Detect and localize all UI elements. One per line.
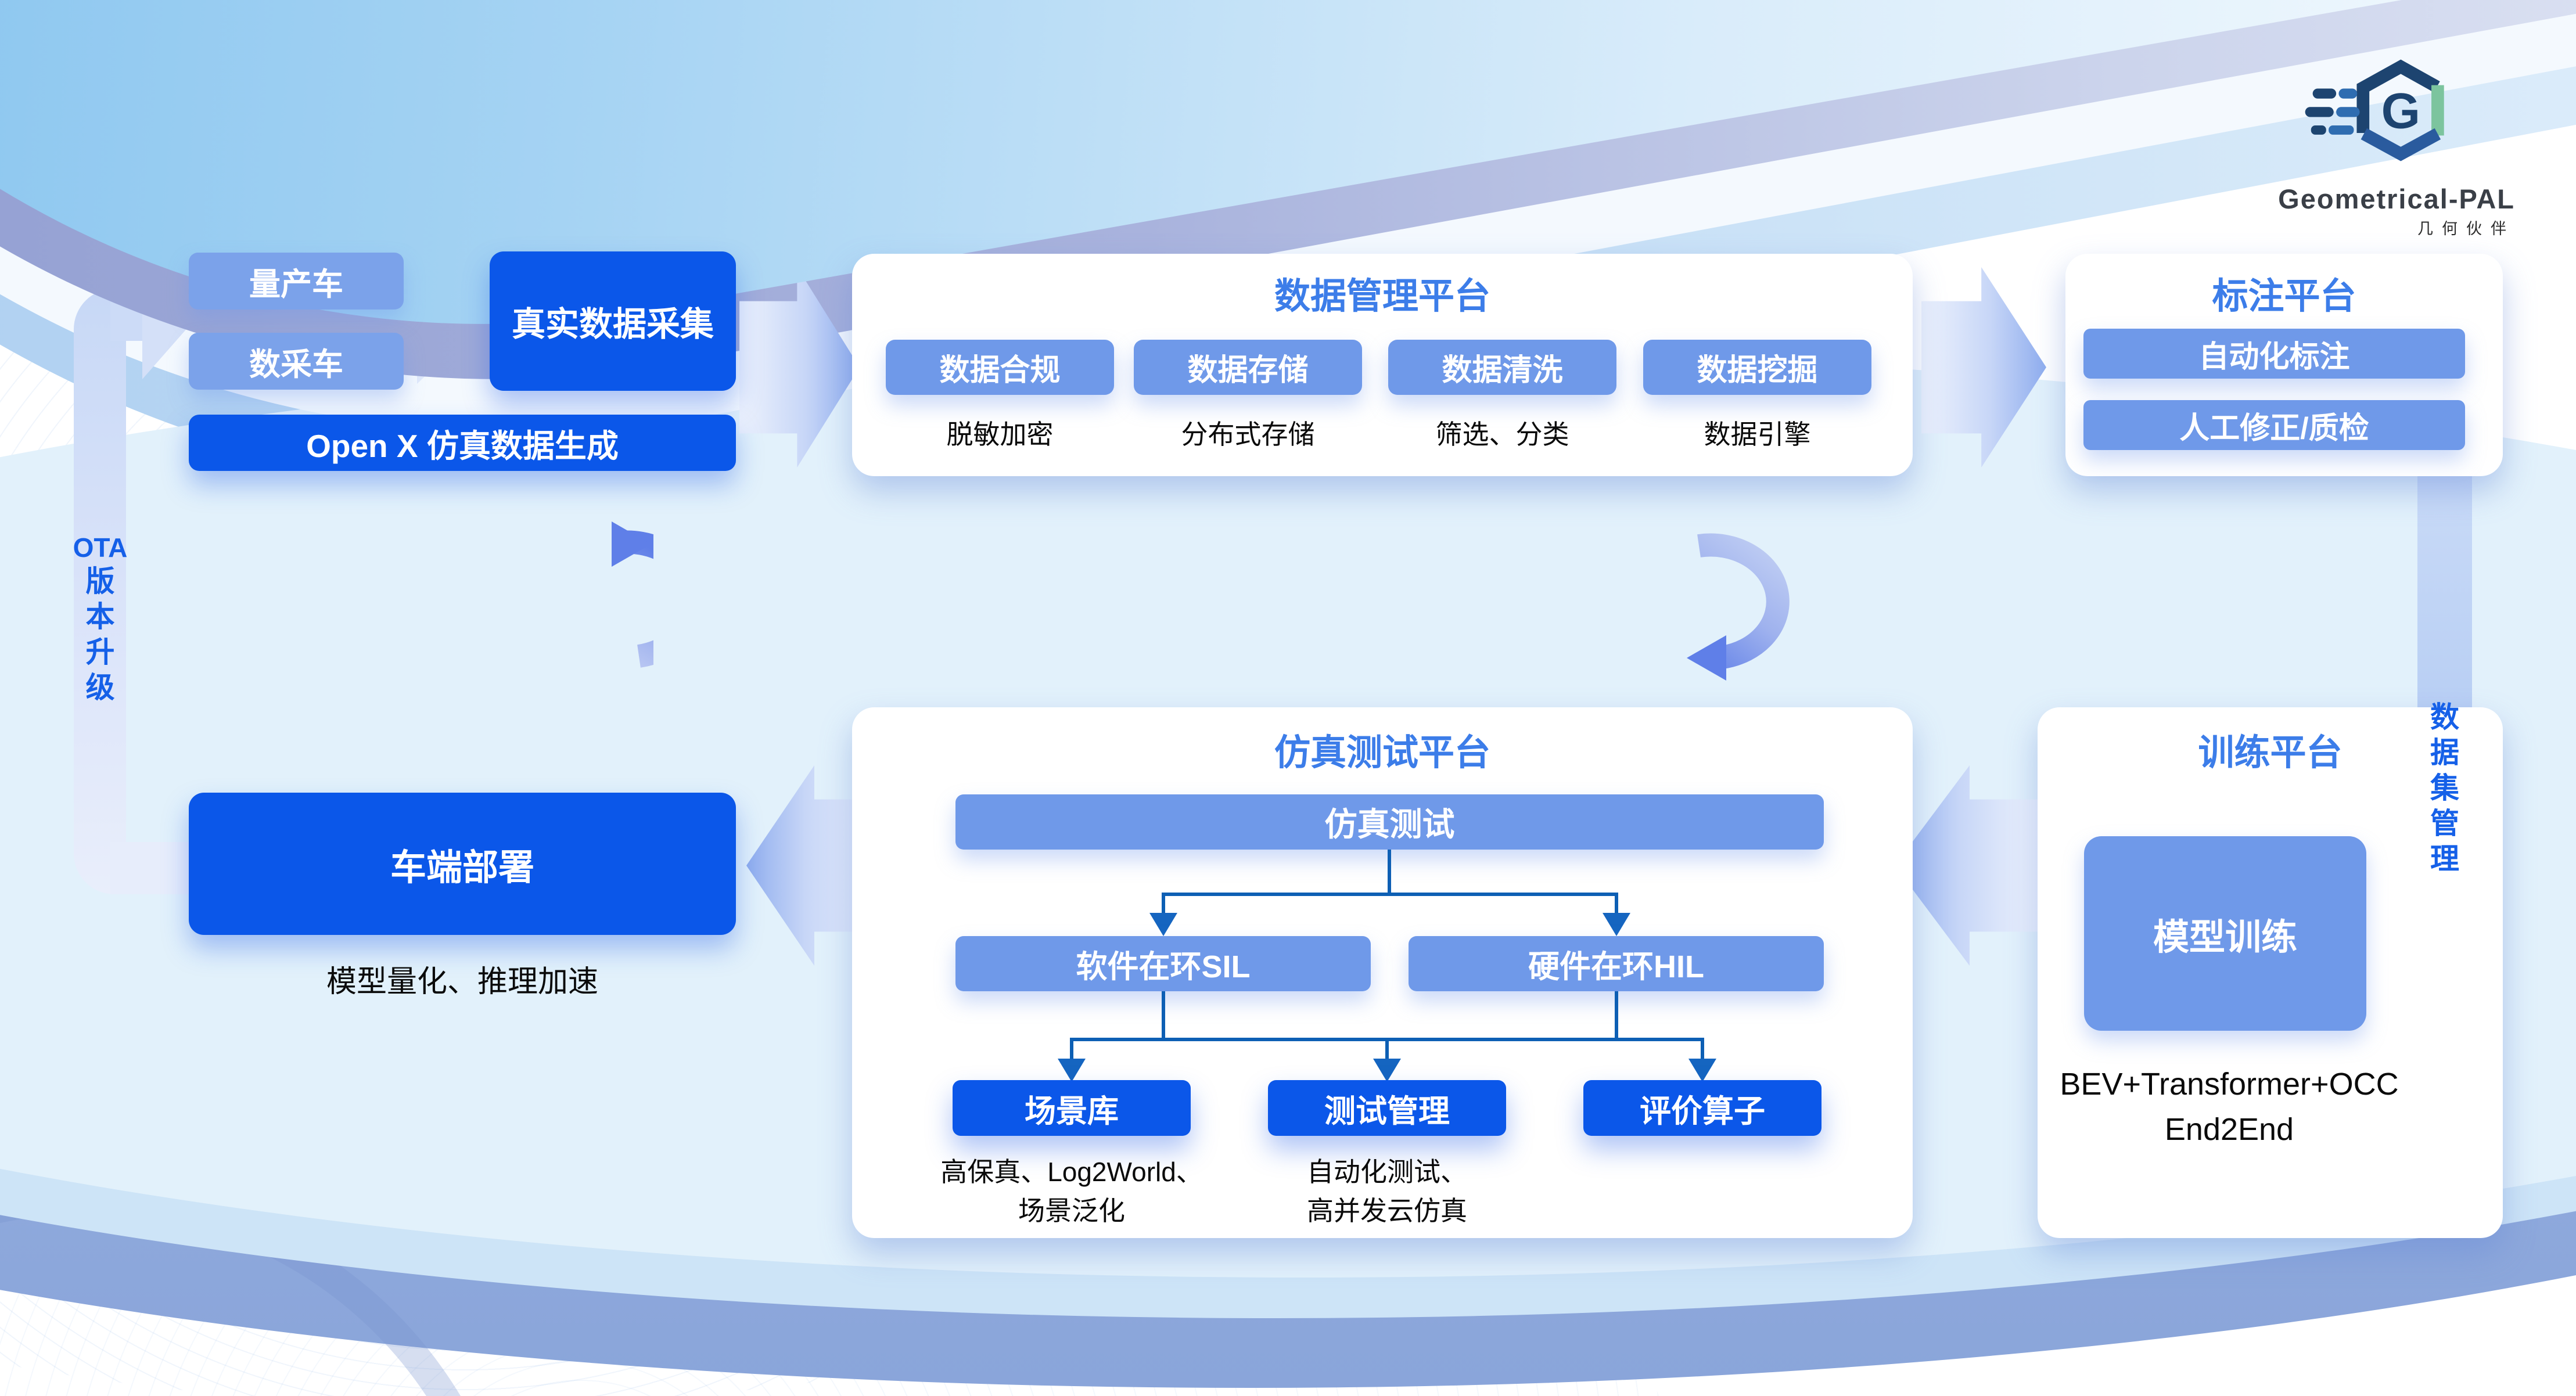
cycle-arrow-left-icon — [612, 521, 653, 668]
ota-loop-band-bottom — [110, 842, 192, 894]
test-management-caption-line2: 高并发云仿真 — [1307, 1195, 1467, 1226]
data-cleaning-caption: 筛选、分类 — [1435, 419, 1569, 449]
data-collection-car-box: 数采车 — [189, 333, 404, 390]
model-training-caption-line2: End2End — [2164, 1112, 2294, 1147]
manual-qc-label: 人工修正/质检 — [2179, 411, 2369, 445]
vehicle-deployment-caption: 模型量化、推理加速 — [326, 965, 598, 999]
arrow-to-eval-icon — [1688, 1059, 1716, 1082]
real-data-collection-label: 真实数据采集 — [511, 305, 714, 343]
hil-box: 硬件在环HIL — [1409, 936, 1824, 991]
data-mining-caption: 数据引擎 — [1704, 419, 1811, 449]
arrow-to-hil-icon — [1603, 913, 1630, 936]
ota-loop-label: OTA 版 本 升 级 — [73, 533, 128, 704]
real-data-collection-box: 真实数据采集 — [490, 251, 736, 391]
scene-library-caption: 高保真、Log2World、 场景泛化 — [906, 1153, 1237, 1230]
connector-sil-drop — [1162, 893, 1165, 913]
data-cleaning-box: 数据清洗 — [1388, 340, 1616, 395]
connector-eval-drop — [1701, 1038, 1704, 1060]
test-management-box: 测试管理 — [1268, 1080, 1506, 1136]
scene-library-box: 场景库 — [953, 1080, 1191, 1136]
scene-library-label: 场景库 — [1025, 1093, 1119, 1129]
annotation-platform-title: 标注平台 — [2212, 276, 2356, 316]
brand-logo: G Geometrical-PAL 几何伙伴 — [2236, 41, 2527, 238]
data-compliance-box: 数据合规 — [886, 340, 1114, 395]
brand-subtitle: 几何伙伴 — [2417, 220, 2515, 238]
model-training-caption-line1: BEV+Transformer+OCC — [2060, 1067, 2399, 1102]
data-storage-caption: 分布式存储 — [1181, 419, 1315, 449]
sil-label: 软件在环SIL — [1076, 949, 1251, 984]
arrow-to-scene-icon — [1058, 1059, 1086, 1082]
cars-to-realdata-arrow-icon — [417, 260, 482, 384]
evaluation-operator-box: 评价算子 — [1583, 1080, 1821, 1136]
sil-box: 软件在环SIL — [955, 936, 1371, 991]
hexagon-g-logo-icon: G — [2305, 59, 2444, 161]
svg-text:G: G — [2381, 83, 2420, 139]
vehicle-deployment-label: 车端部署 — [390, 847, 534, 888]
connector-scene-drop — [1070, 1038, 1073, 1060]
data-compliance-label: 数据合规 — [939, 354, 1061, 387]
arrow-to-test-icon — [1373, 1059, 1401, 1082]
brand-name: Geometrical-PAL — [2278, 184, 2515, 214]
cycle-arrow-right-icon — [1687, 533, 1790, 681]
test-management-caption: 自动化测试、 高并发云仿真 — [1221, 1153, 1553, 1230]
data-mining-box: 数据挖掘 — [1643, 340, 1871, 395]
scene-library-caption-line1: 高保真、Log2World、 — [940, 1157, 1203, 1187]
scene-library-caption-line2: 场景泛化 — [1018, 1195, 1125, 1226]
simulation-test-bar: 仿真测试 — [955, 794, 1824, 850]
vehicle-deployment-box: 车端部署 — [189, 793, 736, 935]
openx-simulation-label: Open X 仿真数据生成 — [306, 427, 619, 464]
data-storage-label: 数据存储 — [1187, 354, 1309, 387]
data-mining-label: 数据挖掘 — [1697, 354, 1818, 387]
auto-annotation-label: 自动化标注 — [2198, 340, 2350, 374]
mass-production-car-label: 量产车 — [249, 267, 343, 302]
model-training-box: 模型训练 — [2084, 836, 2366, 1031]
test-management-label: 测试管理 — [1324, 1093, 1450, 1129]
connector-level1-horizontal — [1162, 893, 1618, 896]
connector-test-drop — [1385, 1038, 1389, 1060]
data-collection-car-label: 数采车 — [249, 347, 343, 382]
manual-qc-box: 人工修正/质检 — [2083, 400, 2465, 450]
data-cleaning-label: 数据清洗 — [1442, 354, 1563, 387]
data-compliance-caption: 脱敏加密 — [946, 419, 1054, 449]
data-storage-box: 数据存储 — [1134, 340, 1362, 395]
connector-hil-down — [1615, 991, 1618, 1041]
simulation-test-label: 仿真测试 — [1324, 806, 1455, 843]
test-management-caption-line1: 自动化测试、 — [1307, 1157, 1467, 1187]
connector-root-drop — [1388, 850, 1391, 896]
simulation-platform-title: 仿真测试平台 — [1274, 733, 1490, 773]
hil-label: 硬件在环HIL — [1528, 949, 1704, 984]
openx-simulation-box: Open X 仿真数据生成 — [189, 415, 736, 471]
arrow-to-sil-icon — [1149, 913, 1177, 936]
model-training-caption: BEV+Transformer+OCC End2End — [2038, 1062, 2421, 1153]
connector-hil-drop — [1615, 893, 1618, 913]
model-training-label: 模型训练 — [2153, 917, 2297, 958]
auto-annotation-box: 自动化标注 — [2083, 329, 2465, 379]
training-platform-title: 训练平台 — [2198, 733, 2343, 773]
data-platform-title: 数据管理平台 — [1274, 276, 1490, 316]
evaluation-operator-label: 评价算子 — [1640, 1093, 1765, 1129]
dataset-loop-label: 数 据 集 管 理 — [2430, 701, 2459, 875]
connector-sil-down — [1162, 991, 1165, 1041]
mass-production-car-box: 量产车 — [189, 253, 404, 310]
